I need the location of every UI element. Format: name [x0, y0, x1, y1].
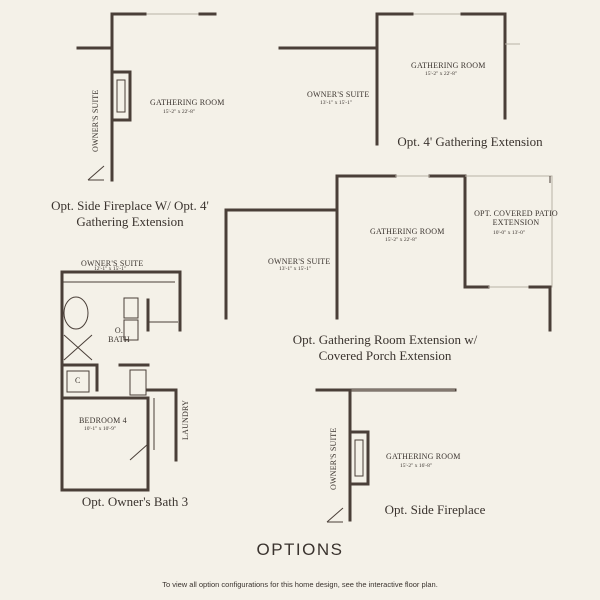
plan1-caption-line2: Gathering Extension [76, 214, 184, 229]
plan3-suite-label: OWNER'S SUITE [268, 257, 331, 266]
plan4-bath-line1: O. [114, 326, 124, 335]
plan1-caption: Opt. Side Fireplace W/ Opt. 4' Gathering… [20, 198, 240, 230]
plan2-room-label: GATHERING ROOM [411, 61, 486, 70]
plan4-suite-dim: 12'-1" x 15'-1" [94, 266, 127, 272]
plan5-suite-label: OWNER'S SUITE [329, 427, 338, 490]
plan2-suite-label: OWNER'S SUITE [307, 90, 370, 99]
plan-owners-bath [60, 270, 182, 492]
plan4-suite-label: OWNER'S SUITE [81, 259, 144, 268]
plan2-suite-dim: 13'-1" x 15'-1" [320, 100, 353, 106]
plan4-bath-line2: BATH [108, 335, 130, 344]
plan4-bath-label: O. BATH [104, 326, 134, 344]
plan-side-fireplace-extension [76, 12, 217, 182]
plan4-caption: Opt. Owner's Bath 3 [81, 494, 189, 509]
page-title: OPTIONS [256, 540, 344, 559]
plan5-caption: Opt. Side Fireplace [384, 502, 486, 517]
plan4-bedroom-dim: 10'-1" x 10'-9" [84, 426, 117, 432]
plan3-patio-dim: 10'-0" x 13'-0" [493, 230, 526, 236]
plan-gathering-extension [278, 12, 520, 146]
plan1-room-dim: 15'-2" x 22'-8" [163, 109, 196, 115]
plan1-suite-label: OWNER'S SUITE [91, 89, 100, 152]
footer-note: To view all option configurations for th… [162, 580, 438, 589]
plan5-room-label: GATHERING ROOM [386, 452, 461, 461]
plan3-patio-label: OPT. COVERED PATIO EXTENSION [470, 209, 562, 227]
plan3-suite-dim: 13'-1" x 15'-1" [279, 266, 312, 272]
plan3-patio-line2: EXTENSION [492, 218, 540, 227]
plan4-laundry-label: LAUNDRY [181, 399, 190, 440]
plan3-caption-line2: Covered Porch Extension [318, 348, 452, 363]
plan-side-fireplace [315, 388, 457, 523]
plan3-caption: Opt. Gathering Room Extension w/ Covered… [270, 332, 500, 364]
plan3-caption-line1: Opt. Gathering Room Extension w/ [292, 332, 478, 347]
plan5-room-dim: 15'-2" x 16'-8" [400, 463, 433, 469]
plan3-patio-line1: OPT. COVERED PATIO [474, 209, 558, 218]
plan1-room-label: GATHERING ROOM [150, 98, 225, 107]
plan4-bedroom-label: BEDROOM 4 [79, 416, 127, 425]
plan2-caption: Opt. 4' Gathering Extension [397, 134, 543, 149]
plan-gathering-porch-extension [224, 174, 553, 332]
plan1-caption-line1: Opt. Side Fireplace W/ Opt. 4' [51, 198, 209, 213]
plan3-room-label: GATHERING ROOM [370, 227, 445, 236]
plan2-room-dim: 15'-2" x 22'-8" [425, 71, 458, 77]
plan4-closet-label: C [75, 376, 81, 385]
plan3-room-dim: 15'-2" x 22'-8" [385, 237, 418, 243]
